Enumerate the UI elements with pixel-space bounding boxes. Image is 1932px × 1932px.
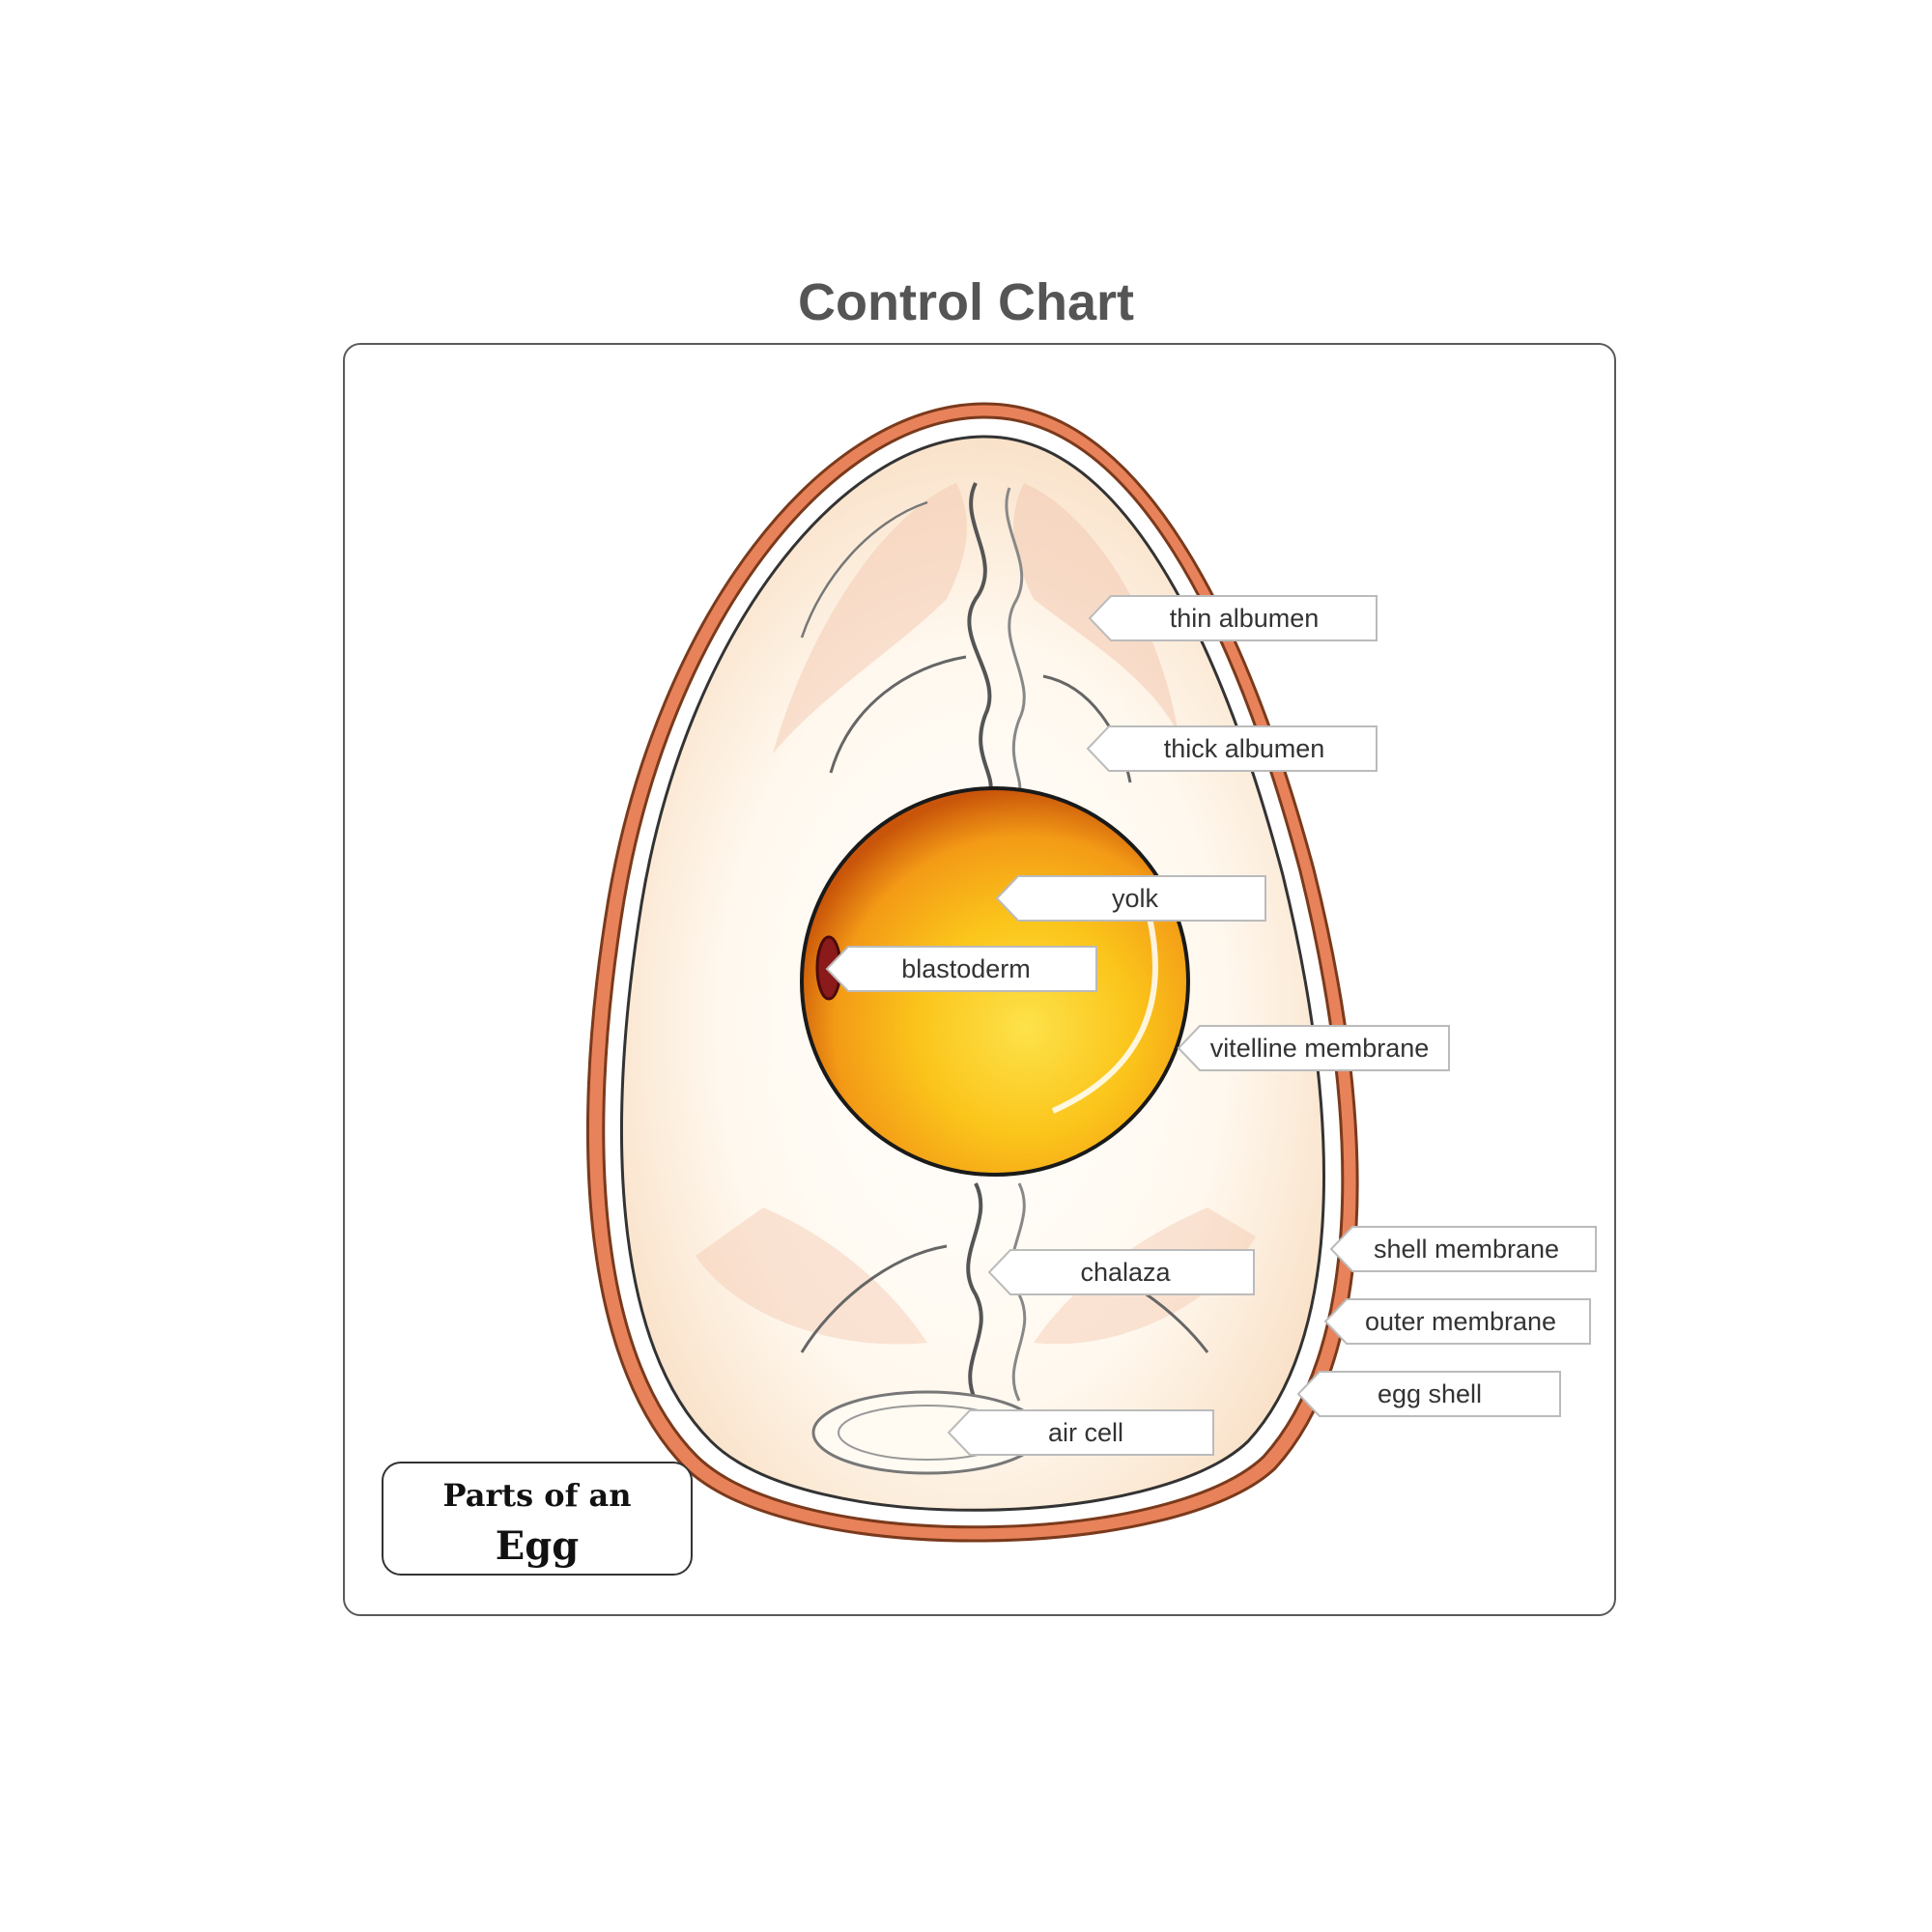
callout-label: egg shell	[1378, 1379, 1482, 1408]
callout-thin-albumen: thin albumen	[1090, 596, 1377, 640]
callout-egg-shell: egg shell	[1298, 1372, 1560, 1416]
callout-label: thin albumen	[1170, 604, 1320, 633]
callout-label: vitelline membrane	[1210, 1034, 1430, 1063]
callout-air-cell: air cell	[949, 1410, 1213, 1455]
callout-label: outer membrane	[1365, 1307, 1556, 1336]
callout-label: thick albumen	[1164, 734, 1325, 763]
callout-label: chalaza	[1080, 1258, 1171, 1287]
callout-shell-membrane: shell membrane	[1331, 1227, 1596, 1271]
callout-outer-membrane: outer membrane	[1325, 1299, 1590, 1344]
callout-label: yolk	[1112, 884, 1159, 913]
diagram-title-line1: Parts of an	[384, 1477, 691, 1514]
callout-label: blastoderm	[901, 954, 1031, 983]
callout-blastoderm: blastoderm	[827, 947, 1096, 991]
diagram-title-box: Parts of an Egg	[382, 1462, 693, 1576]
callout-yolk: yolk	[997, 876, 1265, 921]
callout-chalaza: chalaza	[989, 1250, 1254, 1294]
callout-thick-albumen: thick albumen	[1088, 726, 1377, 771]
callout-label: shell membrane	[1374, 1235, 1559, 1264]
callout-vitelline-membrane: vitelline membrane	[1179, 1026, 1449, 1070]
diagram-title-line2: Egg	[384, 1523, 691, 1569]
callout-label: air cell	[1048, 1418, 1123, 1447]
